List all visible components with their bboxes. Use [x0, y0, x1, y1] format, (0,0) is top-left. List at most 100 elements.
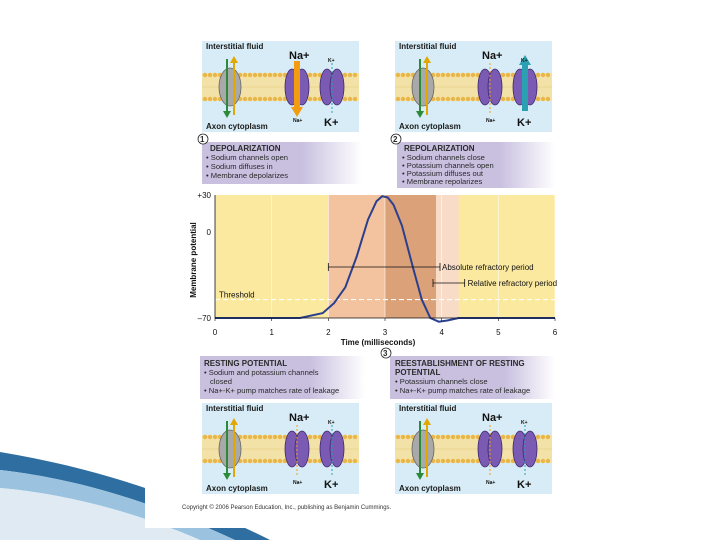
lipid-head — [342, 458, 348, 464]
phase-line: • Na+-K+ pump matches rate of leakage — [395, 386, 530, 395]
potassium-ion-small-label: K+ — [521, 58, 528, 64]
potassium-ion-label: K+ — [324, 479, 338, 491]
lipid-head — [445, 72, 451, 78]
phase-line: • Membrane repolarizes — [402, 177, 483, 186]
potassium-ion-label: K+ — [517, 479, 531, 491]
lipid-head — [400, 72, 406, 78]
sodium-ion-small-label: Na+ — [486, 480, 495, 486]
phase-title: RESTING POTENTIAL — [204, 359, 287, 368]
lipid-head — [212, 96, 218, 102]
phase-line: • Membrane depolarizes — [206, 171, 288, 180]
lipid-head — [267, 72, 273, 78]
phase-title: REESTABLISHMENT OF RESTING — [395, 359, 525, 368]
lipid-head — [505, 434, 511, 440]
lipid-head — [440, 434, 446, 440]
lipid-head — [545, 96, 551, 102]
lipid-head — [545, 72, 551, 78]
lipid-head — [272, 72, 278, 78]
y-tick-label: 0 — [207, 228, 212, 237]
lipid-head — [347, 434, 353, 440]
lipid-head — [272, 458, 278, 464]
relative-refractory-label: Relative refractory period — [468, 279, 557, 288]
lipid-head — [455, 458, 461, 464]
lipid-head — [540, 434, 546, 440]
lipid-head — [455, 72, 461, 78]
lipid-head — [202, 434, 208, 440]
lipid-head — [465, 96, 471, 102]
lipid-head — [277, 72, 283, 78]
y-tick-labels: +300–70 — [197, 191, 211, 323]
phase-line: • Potassium diffuses out — [402, 169, 484, 178]
lipid-head — [257, 434, 263, 440]
lipid-head — [405, 96, 411, 102]
lipid-head — [247, 458, 253, 464]
potassium-efflux-arrow — [522, 63, 528, 111]
phase-box-reestablishment: 3 REESTABLISHMENT OF RESTING POTENTIAL •… — [380, 347, 555, 399]
panel-top-label: Interstitial fluid — [206, 404, 263, 413]
lipid-head — [395, 96, 401, 102]
phase-number: 1 — [200, 135, 205, 144]
lipid-head — [257, 72, 263, 78]
lipid-head — [455, 96, 461, 102]
absolute-refractory-label: Absolute refractory period — [442, 263, 534, 272]
lipid-head — [277, 458, 283, 464]
lipid-head — [207, 72, 213, 78]
lipid-head — [252, 72, 258, 78]
lipid-head — [400, 434, 406, 440]
panel-top-label: Interstitial fluid — [399, 404, 456, 413]
arrow-head — [423, 56, 431, 63]
lipid-head — [505, 458, 511, 464]
arrow-head — [291, 107, 303, 117]
potassium-ion-label: K+ — [324, 117, 338, 129]
phase-title: POTENTIAL — [395, 368, 440, 377]
chart-gridlines — [271, 195, 556, 318]
pump-protein — [218, 67, 242, 107]
lipid-head — [352, 458, 358, 464]
phase-line: • Potassium channels open — [402, 161, 494, 170]
lipid-head — [535, 434, 541, 440]
potassium-ion-small-label: K+ — [521, 420, 528, 426]
potassium-ion-small-label: K+ — [328, 58, 335, 64]
phase-line: • Potassium channels close — [395, 377, 488, 386]
lipid-head — [460, 96, 466, 102]
arrow-head — [519, 55, 531, 65]
arrow-head — [423, 418, 431, 425]
lipid-head — [267, 434, 273, 440]
lipid-head — [202, 458, 208, 464]
lipid-head — [440, 96, 446, 102]
lipid-head — [505, 96, 511, 102]
lipid-head — [307, 434, 313, 440]
lipid-head — [252, 434, 258, 440]
lipid-head — [440, 72, 446, 78]
lipid-head — [405, 72, 411, 78]
phase-number: 3 — [383, 349, 388, 358]
x-tick-label: 6 — [553, 328, 558, 337]
lipid-head — [535, 72, 541, 78]
lipid-head — [342, 72, 348, 78]
lipid-head — [272, 434, 278, 440]
lipid-head — [450, 458, 456, 464]
lipid-head — [247, 434, 253, 440]
lipid-head — [342, 434, 348, 440]
arrow-head — [223, 111, 231, 118]
lipid-head — [312, 96, 318, 102]
lipid-head — [545, 434, 551, 440]
phase-title: DEPOLARIZATION — [210, 144, 281, 153]
lipid-head — [470, 458, 476, 464]
lipid-head — [212, 458, 218, 464]
lipid-head — [307, 72, 313, 78]
lipid-head — [395, 458, 401, 464]
lipid-head — [435, 72, 441, 78]
phase-title: REPOLARIZATION — [404, 144, 475, 153]
lipid-head — [247, 96, 253, 102]
relative-refractory-bracket — [432, 279, 466, 287]
lipid-head — [312, 434, 318, 440]
lipid-head — [352, 434, 358, 440]
threshold-label: Threshold — [219, 291, 255, 300]
lipid-head — [535, 458, 541, 464]
lipid-head — [460, 434, 466, 440]
